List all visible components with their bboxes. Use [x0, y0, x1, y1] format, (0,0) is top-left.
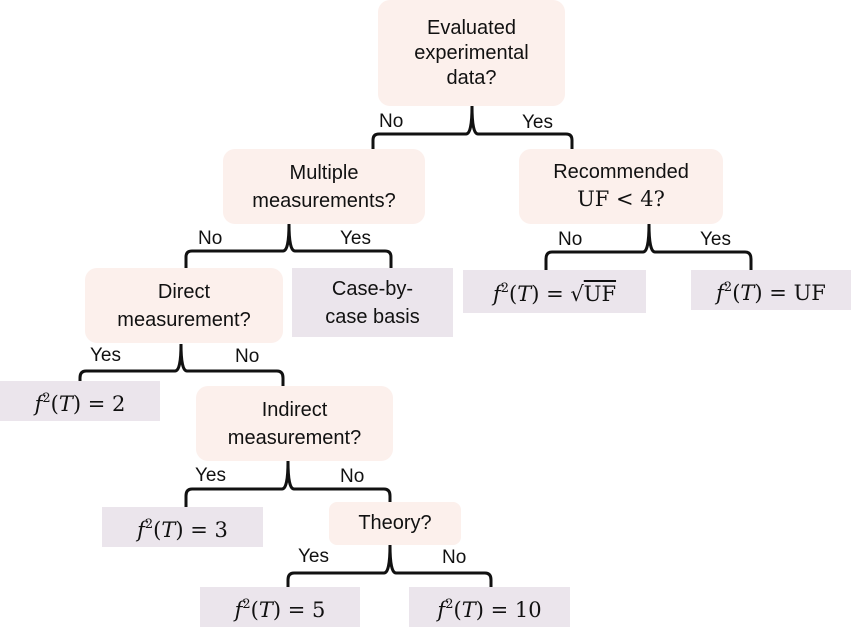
math-exponent: 2: [144, 516, 154, 532]
node-math-line: UF < 4?: [577, 187, 665, 211]
math-rhs: UF: [793, 280, 826, 305]
edge-label-no: No: [379, 111, 404, 132]
edge-label-yes: Yes: [522, 112, 553, 133]
node-text-line: Recommended: [553, 161, 689, 183]
node-text-line: Indirect: [261, 398, 328, 421]
node-indirect-measurement: Indirect measurement?: [196, 386, 393, 461]
edge-label-no: No: [198, 228, 223, 249]
node-theory: Theory?: [329, 502, 461, 545]
edge-label-yes: Yes: [195, 465, 226, 486]
math-arg: T: [258, 597, 273, 622]
node-text-line: Evaluated: [427, 16, 516, 39]
brace-multiple: [184, 223, 393, 268]
math-rhs: UF: [583, 282, 617, 306]
math-f: f: [34, 391, 43, 416]
math-exponent: 2: [242, 596, 251, 612]
edge-label-yes: Yes: [340, 228, 371, 249]
sqrt-icon: √: [570, 282, 584, 306]
node-text-line: Theory?: [358, 512, 432, 534]
math-f: f: [437, 597, 446, 622]
math-f: f: [716, 280, 724, 305]
node-multiple-measurements: Multiple measurements?: [223, 149, 425, 224]
math-arg: T: [740, 280, 755, 305]
edge-label-no: No: [235, 346, 260, 367]
leaf-f2-sqrt-uf: f2(T) = √UF: [463, 270, 646, 313]
leaf-case-by-case: Case-by- case basis: [292, 268, 453, 337]
math-arg: T: [461, 597, 476, 622]
node-evaluated-experimental-data: Evaluated experimental data?: [378, 0, 565, 106]
math-arg: T: [58, 391, 73, 416]
math-rhs: 2: [112, 391, 126, 416]
math-f: f: [492, 282, 501, 306]
node-text-line: measurements?: [252, 189, 396, 212]
math-rhs: 5: [312, 597, 326, 622]
leaf-f2-equals-10: f2(T) = 10: [409, 587, 570, 627]
edge-label-yes: Yes: [700, 229, 731, 250]
leaf-text-line: case basis: [325, 305, 420, 328]
node-direct-measurement: Direct measurement?: [85, 268, 283, 343]
math-f: f: [137, 517, 145, 542]
math-exponent: 2: [500, 281, 510, 296]
brace-recommended: [544, 223, 753, 270]
leaf-f2-equals-3: f2(T) = 3: [102, 507, 263, 547]
leaf-f2-equals-2: f2(T) = 2: [0, 381, 160, 421]
math-arg: T: [517, 282, 532, 306]
math-rhs: 10: [514, 597, 542, 622]
math-rhs: 3: [214, 517, 228, 542]
node-recommended-uf: Recommended UF < 4?: [519, 149, 723, 224]
math-f: f: [234, 597, 243, 622]
edge-label-yes: Yes: [298, 546, 329, 567]
node-text-line: experimental: [414, 41, 529, 64]
leaf-text-line: Case-by-: [331, 277, 414, 300]
node-text-line: data?: [446, 66, 497, 89]
node-text-line: measurement?: [227, 426, 362, 449]
edge-label-yes: Yes: [90, 345, 121, 366]
leaf-f2-equals-5: f2(T) = 5: [200, 587, 360, 627]
node-text-line: Multiple: [289, 161, 359, 184]
brace-theory: [286, 544, 493, 587]
math-exponent: 2: [42, 390, 51, 406]
brace-indirect: [184, 460, 392, 507]
node-text-line: Direct: [157, 280, 211, 303]
node-text-line: measurement?: [117, 308, 251, 331]
math-exponent: 2: [723, 279, 733, 295]
math-arg: T: [161, 517, 176, 542]
edge-label-no: No: [340, 466, 365, 487]
leaf-f2-uf: f2(T) = UF: [691, 270, 851, 310]
brace-direct: [78, 343, 285, 386]
edge-label-no: No: [442, 547, 467, 568]
edge-label-no: No: [558, 229, 583, 250]
brace-evaluated: [371, 105, 574, 150]
math-exponent: 2: [445, 596, 454, 612]
